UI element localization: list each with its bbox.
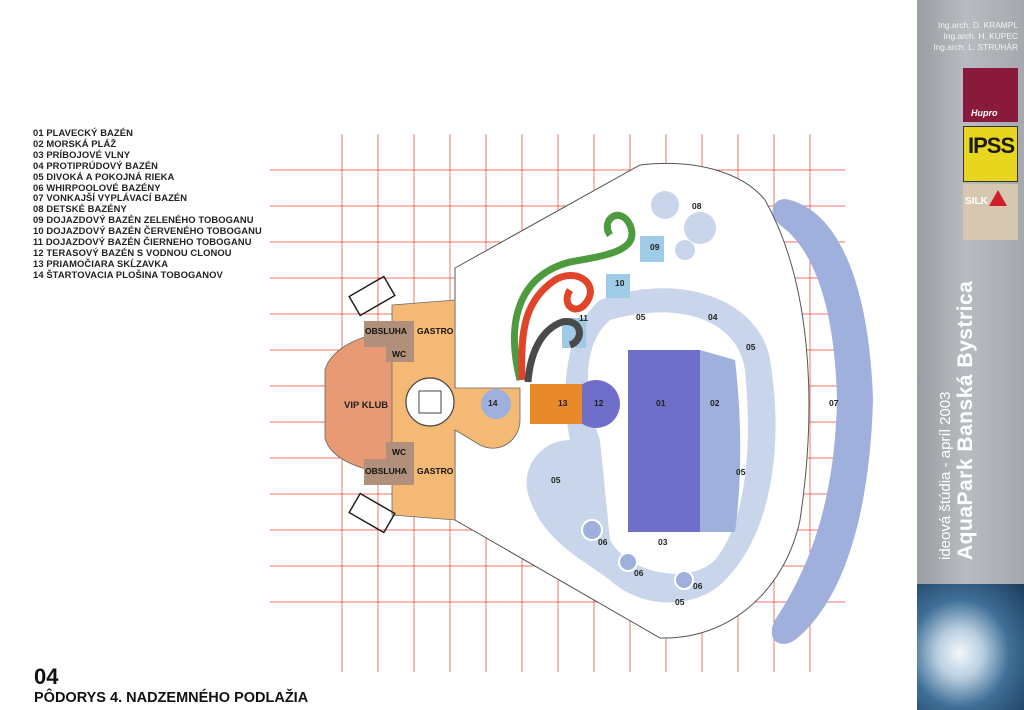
label-05e: 05	[675, 597, 685, 607]
author: Ing.arch. H. KUPEC	[943, 31, 1018, 41]
pool-01-swimming	[628, 350, 700, 532]
pool-02-beach	[700, 350, 741, 532]
label-10: 10	[615, 278, 625, 288]
label-05d: 05	[551, 475, 561, 485]
silk-logo-text: SILK	[965, 196, 988, 207]
legend-item: 07 VONKAJŠÍ VYPLÁVACÍ BAZÉN	[33, 192, 188, 204]
label-04: 04	[708, 312, 718, 322]
slide-black	[524, 318, 583, 383]
legend-item: 10 DOJAZDOVÝ BAZÉN ČERVENÉHO TOBOGANU	[33, 225, 262, 237]
legend-item: 06 WHIRPOOLOVÉ BAZÉNY	[33, 181, 161, 193]
pool-12-terrace	[572, 380, 620, 428]
label-11: 11	[579, 313, 588, 323]
legend-item: 12 TERASOVÝ BAZÉN S VODNOU CLONOU	[33, 246, 232, 258]
wc-room-bottom	[386, 442, 414, 460]
ipss-logo-text: IPSS	[968, 133, 1015, 158]
legend-item: 05 DIVOKÁ A POKOJNÁ RIEKA	[33, 170, 175, 182]
label-06b: 06	[634, 568, 644, 578]
legend-item: 09 DOJAZDOVÝ BAZÉN ZELENÉHO TOBOGANU	[33, 214, 254, 226]
legend-item: 03 PRÍBOJOVÉ VLNY	[33, 148, 131, 160]
wave-photo	[917, 584, 1024, 710]
label-13: 13	[558, 398, 568, 408]
pool-07-outdoor	[771, 199, 873, 644]
label-05a: 05	[636, 312, 646, 322]
ipss-logo: IPSS	[963, 126, 1018, 182]
label-14: 14	[488, 398, 498, 408]
service-room-bottom	[364, 459, 414, 485]
balcony-bottom	[348, 492, 396, 534]
label-08: 08	[692, 201, 702, 211]
pool-03-waves	[628, 502, 700, 532]
label-05b: 05	[746, 342, 756, 352]
room-label-obsluha-top: OBSLUHA	[365, 326, 407, 336]
room-label-gastro-top: GASTRO	[417, 326, 454, 336]
sheet-number: 04	[34, 664, 59, 689]
slide-red	[518, 272, 594, 381]
project-caption: ideová štúdia - apríl 2003 AquaPark Bans…	[937, 60, 978, 560]
legend-item: 14 ŠTARTOVACIA PLOŠINA TOBOGANOV	[33, 268, 223, 280]
label-12: 12	[594, 398, 604, 408]
staircase	[405, 377, 455, 427]
author: Ing.arch. L. STRUHÁR	[933, 42, 1018, 52]
room-label-vip: VIP KLUB	[344, 400, 388, 411]
legend: 01 PLAVECKÝ BAZÉN 02 MORSKÁ PLÁŽ 03 PRÍB…	[33, 127, 262, 281]
staircase-core	[418, 390, 442, 414]
room-label-gastro-bottom: GASTRO	[417, 466, 454, 476]
legend-item: 08 DETSKÉ BAZÉNY	[33, 203, 127, 215]
room-label-wc-top: WC	[392, 349, 406, 359]
study-line: ideová štúdia - apríl 2003	[937, 391, 954, 560]
project-name: AquaPark Banská Bystrica	[954, 280, 977, 560]
service-room-top	[364, 321, 414, 347]
hupro-logo: Hupro	[963, 68, 1018, 122]
label-01: 01	[656, 398, 666, 408]
room-label-wc-bottom: WC	[392, 447, 406, 457]
authors: Ing.arch. D. KRAMPL Ing.arch. H. KUPEC I…	[933, 20, 1018, 53]
pool-06-whirlpools	[581, 519, 694, 590]
author: Ing.arch. D. KRAMPL	[937, 20, 1018, 30]
room-label-obsluha-bottom: OBSLUHA	[365, 466, 407, 476]
label-06c: 06	[693, 581, 703, 591]
wc-room-top	[386, 344, 414, 362]
legend-item: 01 PLAVECKÝ BAZÉN	[33, 127, 133, 138]
balcony-top	[348, 275, 396, 317]
platform-14	[481, 389, 511, 419]
label-02: 02	[710, 398, 720, 408]
legend-item: 02 MORSKÁ PLÁŽ	[33, 137, 117, 149]
legend-item: 04 PROTIPRÚDOVÝ BAZÉN	[33, 159, 159, 171]
legend-item: 13 PRIAMOČIARA SKĹZAVKA	[33, 257, 169, 269]
label-03: 03	[658, 537, 668, 547]
pool-08-kids	[651, 191, 716, 260]
label-07: 07	[829, 398, 839, 408]
hupro-logo-text: Hupro	[971, 108, 998, 118]
legend-item: 11 DOJAZDOVÝ BAZÉN ČIERNEHO TOBOGANU	[33, 236, 252, 248]
label-06a: 06	[598, 537, 608, 547]
triangle-icon	[989, 190, 1007, 206]
slide-green	[510, 211, 636, 381]
slide-13-straight	[530, 384, 582, 424]
label-05c: 05	[736, 467, 746, 477]
sidebar: Ing.arch. D. KRAMPL Ing.arch. H. KUPEC I…	[917, 0, 1024, 710]
label-09: 09	[650, 242, 660, 252]
silk-logo: SILK	[963, 184, 1018, 240]
sheet-title: PÔDORYS 4. NADZEMNÉHO PODLAŽIA	[34, 690, 309, 706]
floor-plan: VIP KLUB OBSLUHA GASTRO WC WC OBSLUHA GA…	[270, 134, 873, 672]
